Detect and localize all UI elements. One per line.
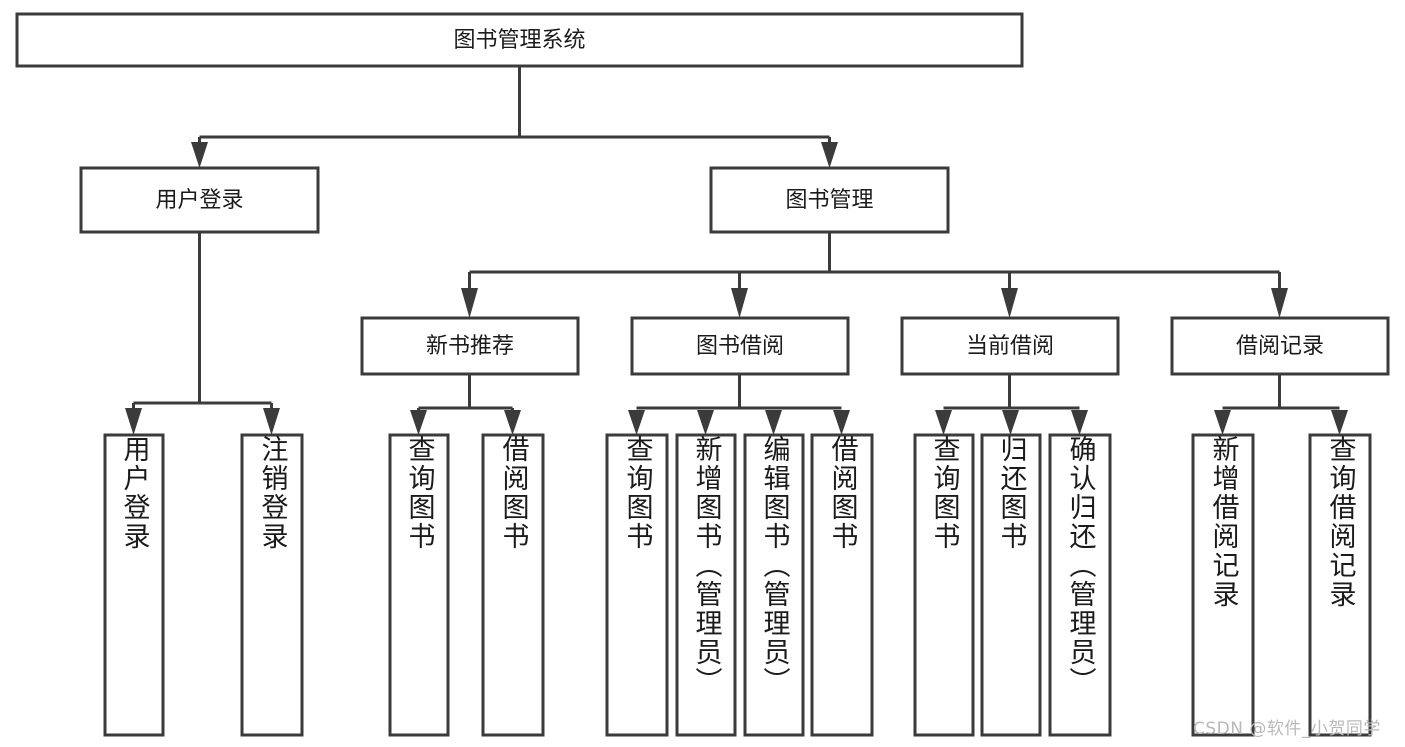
arrow-leaf-bb-edit — [765, 410, 782, 435]
node-label-borrow-record: 借阅记录 — [1236, 334, 1324, 359]
arrow-leaf-cb-query — [935, 410, 952, 435]
arrow-leaf-bb-add — [697, 410, 714, 435]
arrow-leaf-cb-return — [1002, 410, 1019, 435]
node-layer: 图书管理系统 用户登录 图书管理 新书推荐 图书借阅 当前借阅 借阅记录 — [15, 12, 1390, 737]
arrow-leaf-user-logout — [263, 408, 280, 435]
node-box-leaf-bb-query[interactable] — [605, 433, 669, 737]
arrow-leaf-bb-borrow — [833, 410, 850, 435]
node-box-leaf-cb-query[interactable] — [913, 433, 975, 737]
arrow-leaf-nb-borrow — [504, 410, 521, 435]
node-box-user-login[interactable] — [79, 166, 320, 234]
arrow-leaf-nb-query — [410, 410, 427, 435]
arrow-to-current-borrow — [1001, 288, 1018, 318]
arrow-to-borrow-record — [1271, 288, 1288, 318]
arrow-leaf-br-query — [1331, 410, 1348, 435]
node-box-leaf-nb-query[interactable] — [388, 433, 450, 737]
node-box-leaf-cb-confirm[interactable] — [1048, 433, 1112, 737]
arrow-to-user-login — [191, 142, 208, 168]
arrow-to-new-book-rec — [461, 288, 478, 318]
node-label-book-management: 图书管理 — [785, 188, 873, 213]
arrow-leaf-user-login — [125, 408, 142, 435]
node-box-book-management[interactable] — [709, 166, 950, 234]
node-box-leaf-nb-borrow[interactable] — [481, 433, 545, 737]
node-box-leaf-bb-edit[interactable] — [743, 433, 805, 737]
node-box-current-borrow[interactable] — [900, 316, 1120, 376]
node-box-leaf-br-add[interactable] — [1191, 433, 1255, 737]
node-label-user-login: 用户登录 — [155, 188, 243, 213]
arrow-leaf-bb-query — [628, 410, 645, 435]
connector-layer — [125, 66, 1348, 435]
node-label-book-borrow: 图书借阅 — [696, 334, 784, 359]
node-box-leaf-bb-borrow[interactable] — [810, 433, 874, 737]
arrow-leaf-cb-confirm — [1071, 410, 1088, 435]
node-box-leaf-user-logout[interactable] — [240, 433, 304, 737]
node-box-leaf-br-query[interactable] — [1308, 433, 1372, 737]
node-box-new-book-rec[interactable] — [360, 316, 580, 376]
node-box-leaf-cb-return[interactable] — [980, 433, 1042, 737]
arrow-to-book-management — [821, 142, 838, 168]
node-label-root: 图书管理系统 — [453, 28, 585, 53]
arrow-leaf-br-add — [1214, 410, 1231, 435]
arrow-to-book-borrow — [731, 288, 748, 318]
node-box-book-borrow[interactable] — [630, 316, 850, 376]
node-box-root[interactable] — [15, 12, 1024, 68]
node-box-leaf-user-login[interactable] — [103, 433, 165, 737]
node-box-leaf-bb-add[interactable] — [675, 433, 737, 737]
node-label-current-borrow: 当前借阅 — [966, 334, 1054, 359]
node-label-new-book-rec: 新书推荐 — [426, 334, 514, 359]
node-box-borrow-record[interactable] — [1170, 316, 1390, 376]
csdn-watermark: CSDN @软件_小贺同学 — [1193, 719, 1381, 739]
